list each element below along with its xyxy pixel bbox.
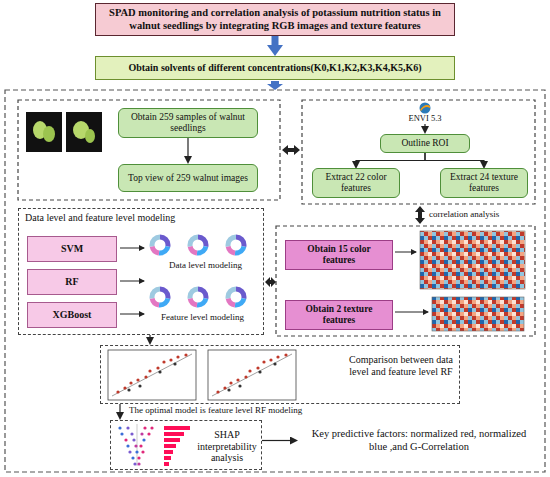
result-text: Key predictive factors: normalized red, …	[302, 428, 536, 452]
arrow-connector	[356, 153, 425, 161]
process-box: Obtain 259 samples of walnut seedlings	[118, 108, 258, 138]
box-text: Obtain solvents of different concentrati…	[128, 62, 421, 74]
edge-label: The optimal model is feature level RF mo…	[128, 405, 303, 416]
annotation-label: Feature level modeling	[160, 312, 245, 323]
software-node: ENVI 5.3	[395, 102, 455, 124]
box-text: Top view of 259 walnut images	[128, 173, 248, 184]
box-text: Extract 24 texture features	[445, 172, 523, 194]
arrow-connector	[272, 36, 279, 45]
result-box: Obtain 15 color features	[285, 240, 393, 270]
result-box: Obtain 2 texture features	[285, 300, 393, 330]
model-box: XGBoost	[27, 302, 117, 328]
process-box: Top view of 259 walnut images	[118, 164, 258, 192]
model-box: RF	[27, 269, 117, 295]
software-icon	[418, 102, 432, 114]
title-box: SPAD monitoring and correlation analysis…	[95, 3, 455, 36]
arrow-connector	[187, 138, 188, 156]
result-text-box: Key predictive factors: normalized red, …	[298, 424, 540, 457]
icon-globe	[420, 103, 431, 114]
box-text: Obtain 2 texture features	[290, 304, 388, 326]
arrow-connector	[425, 153, 484, 161]
model-box: SVM	[27, 236, 117, 262]
annotation-label: correlation analysis	[428, 209, 500, 220]
group-region: SHAP interpretability analysis	[110, 420, 262, 470]
region-heading: Data level and feature level modeling	[25, 212, 245, 224]
model-name: RF	[65, 276, 78, 288]
process-box: Outline ROI	[380, 134, 470, 153]
arrow-connector	[119, 404, 120, 412]
process-box: Extract 24 texture features	[440, 168, 528, 198]
arrow-connector	[262, 440, 290, 441]
box-text: Obtain 15 color features	[290, 244, 388, 266]
software-label: ENVI 5.3	[408, 114, 441, 124]
model-name: SVM	[61, 243, 83, 255]
region-text: Comparison between data level and featur…	[346, 354, 456, 377]
title-text: SPAD monitoring and correlation analysis…	[100, 7, 450, 31]
region-text: SHAP interpretability analysis	[195, 429, 259, 464]
process-box: Obtain solvents of different concentrati…	[95, 56, 455, 80]
process-box: Extract 22 color features	[312, 168, 400, 198]
arrow-connector	[424, 124, 425, 126]
model-name: XGBoost	[53, 309, 92, 321]
box-text: Obtain 259 samples of walnut seedlings	[123, 112, 253, 134]
group-region: Comparison between data level and featur…	[100, 345, 460, 404]
annotation-label: Data level modeling	[168, 260, 243, 271]
arrow-connector	[149, 335, 150, 337]
icon-swoosh	[420, 105, 430, 111]
box-text: Extract 22 color features	[317, 172, 395, 194]
box-text: Outline ROI	[401, 138, 448, 149]
